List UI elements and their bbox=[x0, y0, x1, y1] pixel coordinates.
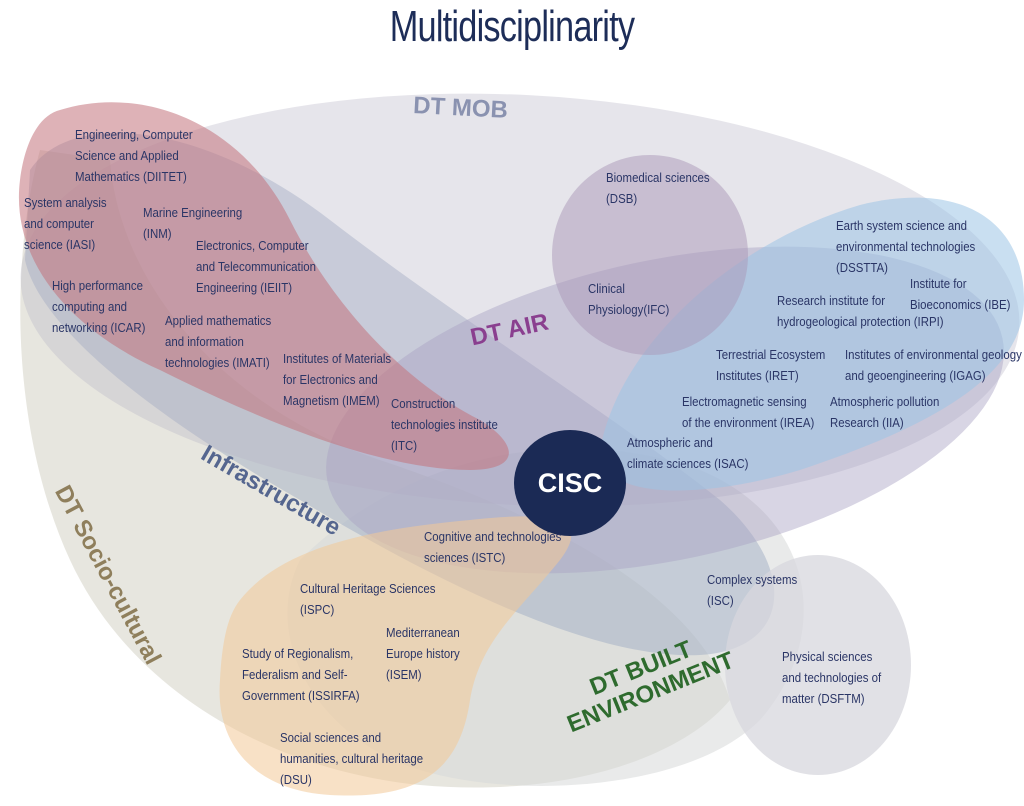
label-igag: Institutes of environmental geology and … bbox=[845, 347, 1022, 383]
label-imati: Applied mathematics and information tech… bbox=[165, 313, 272, 370]
label-ispc: Cultural Heritage Sciences (ISPC) bbox=[300, 581, 436, 617]
label-itc: Construction technologies institute (ITC… bbox=[391, 396, 498, 453]
region-biomedical bbox=[552, 155, 748, 355]
label-irea: Electromagnetic sensing of the environme… bbox=[682, 394, 815, 430]
label-dsftm: Physical sciences and technologies of ma… bbox=[782, 649, 882, 706]
page-title: Multidisciplinarity bbox=[389, 2, 635, 51]
label-istc: Cognitive and technologies sciences (IST… bbox=[424, 529, 562, 565]
label-ieiit: Electronics, Computer and Telecommunicat… bbox=[196, 238, 316, 295]
label-irpi: Research institute for hydrogeological p… bbox=[777, 293, 944, 329]
label-inm: Marine Engineering (INM) bbox=[143, 205, 243, 241]
label-iret: Terrestrial Ecosystem Institutes (IRET) bbox=[716, 347, 826, 383]
label-issirfa: Study of Regionalism, Federalism and Sel… bbox=[242, 646, 360, 703]
label-isac: Atmospheric and climate sciences (ISAC) bbox=[627, 435, 749, 471]
label-iasi: System analysis and computer science (IA… bbox=[24, 195, 107, 252]
region-cultural bbox=[219, 516, 572, 796]
label-isem: Mediterranean Europe history (ISEM) bbox=[386, 625, 460, 682]
region-physical-sciences bbox=[725, 555, 911, 775]
center-node-cisc: CISC bbox=[514, 430, 626, 536]
region-engineering bbox=[18, 102, 509, 471]
region-environment bbox=[600, 197, 1024, 491]
label-ibe: Institute for Bioeconomics (IBE) bbox=[910, 276, 1011, 312]
center-label: CISC bbox=[537, 467, 603, 498]
label-dsb: Biomedical sciences (DSB) bbox=[606, 170, 710, 206]
label-dsstta: Earth system science and environmental t… bbox=[836, 218, 976, 275]
label-diitet: Engineering, Computer Science and Applie… bbox=[75, 127, 193, 184]
label-icar: High performance computing and networkin… bbox=[52, 278, 146, 335]
label-imem: Institutes of Materials for Electronics … bbox=[283, 351, 392, 408]
group-label-dt-mob: DT MOB bbox=[412, 92, 509, 124]
label-isc: Complex systems (ISC) bbox=[707, 572, 798, 608]
label-iia: Atmospheric pollution Research (IIA) bbox=[830, 394, 940, 430]
label-ifc: Clinical Physiology(IFC) bbox=[588, 281, 670, 317]
label-dsu: Social sciences and humanities, cultural… bbox=[280, 730, 424, 787]
